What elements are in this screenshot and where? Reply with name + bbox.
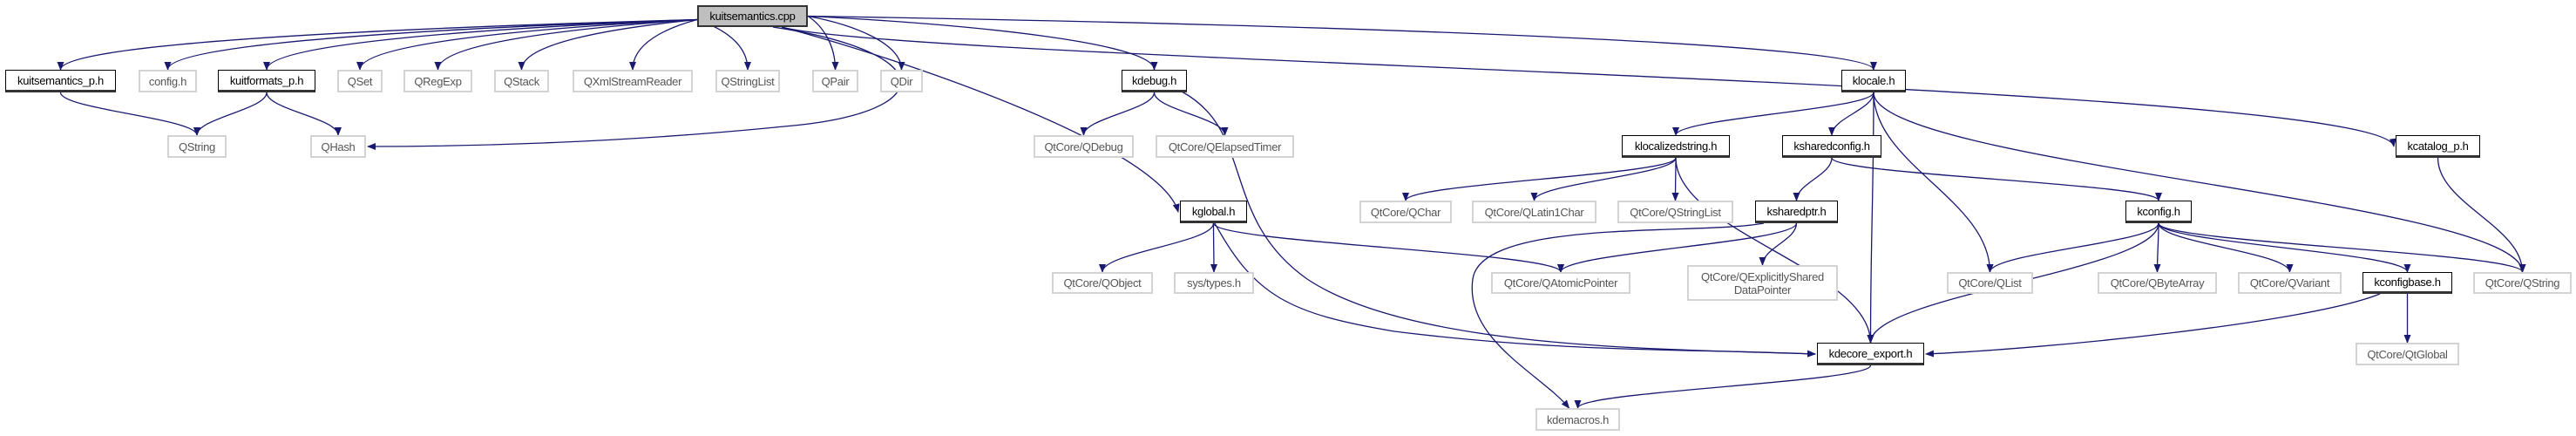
node-qregexp: QRegExp <box>403 70 472 92</box>
node-cpp: kuitsemantics.cpp <box>697 5 808 27</box>
edge-kconfigbase-to-kdecore_export <box>1925 293 2381 358</box>
node-kconfig[interactable]: kconfig.h <box>2125 201 2192 223</box>
node-qexplicit: QtCore/QExplicitlyShared DataPointer <box>1687 265 1838 301</box>
edge-kglobal-to-systypes <box>1210 222 1217 273</box>
node-qset: QSet <box>337 70 383 92</box>
node-qxml: QXmlStreamReader <box>573 70 693 92</box>
node-kconfigbase[interactable]: kconfigbase.h <box>2362 272 2452 294</box>
node-kuitsem_p[interactable]: kuitsemantics_p.h <box>5 70 116 92</box>
node-kdebug[interactable]: kdebug.h <box>1122 70 1187 92</box>
edge-kuitformats_p-to-qstring <box>193 92 268 136</box>
node-config: config.h <box>139 70 197 92</box>
edge-klocale-to-kdecore_export <box>1867 92 1874 344</box>
node-qlatin1: QtCore/QLatin1Char <box>1472 201 1596 223</box>
node-qhash: QHash <box>310 135 366 158</box>
edge-cpp-to-qhash <box>367 26 902 150</box>
node-qvariant: QtCore/QVariant <box>2238 272 2342 294</box>
edge-kglobal-to-kdecore_export <box>1214 222 1816 358</box>
edge-cpp-to-qstringlist <box>696 18 751 71</box>
node-qcstring: QtCore/QString <box>2473 272 2572 294</box>
node-qcstringlist: QtCore/QStringList <box>1617 201 1733 223</box>
edge-klocale-to-qcstring <box>1873 92 2526 273</box>
edge-cpp-to-kdebug <box>807 15 1158 71</box>
edge-ksharedptr-to-kdemacros <box>1471 222 1765 409</box>
edge-kcatalog-to-qcstring <box>2437 157 2526 273</box>
node-qstring: QString <box>167 135 227 158</box>
edge-cpp-to-qpair <box>807 15 839 71</box>
node-qelapsed: QtCore/QElapsedTimer <box>1156 135 1294 158</box>
edge-cpp-to-qxml <box>629 18 698 71</box>
edge-kconfig-to-qvariant <box>2158 222 2294 273</box>
edge-kuitsem_p-to-qstring <box>59 92 200 136</box>
edge-cpp-to-qset <box>356 18 698 71</box>
edge-kconfig-to-qcstring <box>2158 222 2526 273</box>
node-qatomic: QtCore/QAtomicPointer <box>1491 272 1630 294</box>
edge-cpp-to-config <box>164 18 698 71</box>
edge-kconfig-to-qlist <box>1986 222 2159 273</box>
node-qdebug: QtCore/QDebug <box>1034 135 1134 158</box>
edge-ksharedconfig-to-kconfig <box>1831 157 2162 201</box>
node-qbytearray: QtCore/QByteArray <box>2098 272 2217 294</box>
edge-cpp-to-kcatalog <box>781 26 2396 147</box>
node-kuitformats_p[interactable]: kuitformats_p.h <box>218 70 315 92</box>
edge-cpp-to-qstack <box>518 18 698 71</box>
edge-cpp-to-kglobal <box>781 26 1180 213</box>
edge-kglobal-to-qobject <box>1099 222 1215 273</box>
edge-kdebug-to-qelapsed <box>1153 92 1229 136</box>
node-kcatalog[interactable]: kcatalog_p.h <box>2396 135 2480 158</box>
edge-kconfig-to-kconfigbase <box>2158 222 2411 273</box>
node-kdemacros: kdemacros.h <box>1535 408 1620 431</box>
edge-klocale-to-ksharedconfig <box>1828 92 1874 136</box>
node-kdecore_export[interactable]: kdecore_export.h <box>1817 343 1924 365</box>
edge-klocstr-to-qcstringlist <box>1671 157 1679 201</box>
edge-kdebug-to-qdebug <box>1080 92 1156 136</box>
node-qlist: QtCore/QList <box>1947 272 2033 294</box>
node-kglobal[interactable]: kglobal.h <box>1180 201 1247 223</box>
edge-cpp-to-klocale <box>807 15 1877 71</box>
edge-klocstr-to-qchar <box>1402 157 1677 201</box>
edge-cpp-to-kuitsem_p <box>57 18 698 71</box>
edge-kconfig-to-qbytearray <box>2153 222 2161 273</box>
edge-klocale-to-klocstr <box>1672 92 1874 136</box>
edge-ksharedconfig-to-ksharedptr <box>1793 157 1833 201</box>
node-systypes: sys/types.h <box>1174 272 1254 294</box>
node-qstack: QStack <box>494 70 549 92</box>
edge-ksharedptr-to-qatomic <box>1557 222 1798 273</box>
edge-cpp-to-qregexp <box>434 18 698 71</box>
node-qstringlist: QStringList <box>715 70 780 92</box>
edge-cpp-to-kuitformats_p <box>263 18 698 71</box>
node-klocstr[interactable]: klocalizedstring.h <box>1622 135 1730 158</box>
edge-klocstr-to-kdecore_export <box>1675 157 1874 344</box>
edge-ksharedptr-to-qexplicit <box>1759 222 1798 266</box>
edge-cpp-to-qdir <box>807 15 905 71</box>
node-qobject: QtCore/QObject <box>1052 272 1153 294</box>
node-qtglobal: QtCore/QtGlobal <box>2356 343 2459 365</box>
edge-kglobal-to-qatomic <box>1212 222 1564 273</box>
node-qdir: QDir <box>880 70 923 92</box>
node-klocale[interactable]: klocale.h <box>1841 70 1906 92</box>
node-ksharedconfig[interactable]: ksharedconfig.h <box>1782 135 1881 158</box>
node-qpair: QPair <box>812 70 858 92</box>
node-ksharedptr[interactable]: ksharedptr.h <box>1755 201 1838 223</box>
edge-klocale-to-qlist <box>1873 92 1994 273</box>
node-qchar: QtCore/QChar <box>1359 201 1452 223</box>
edge-kuitformats_p-to-qhash <box>266 92 342 136</box>
edge-kdecore_export-to-kdemacros <box>1574 364 1872 409</box>
edge-klocstr-to-qlatin1 <box>1530 157 1677 201</box>
